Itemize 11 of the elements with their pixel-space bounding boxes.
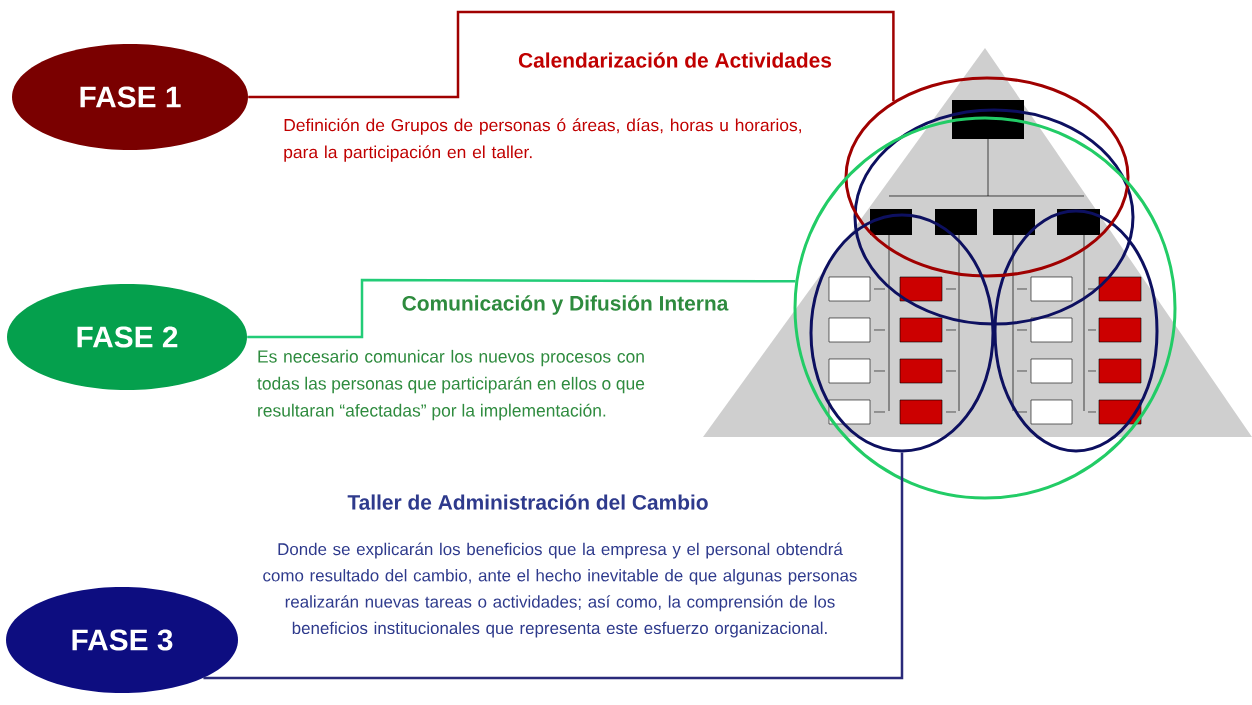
description-text: Donde se explicarán los beneficios que la empresa y el personal obtendrá como resultado del cambio, ante el hecho inevitable de que algunas personas realizarán nuevas tareas o actividades; así como, la comprensión de los beneficios institucionales que representa este esfuerzo organizacional. [263, 542, 857, 638]
description-text: Definición de Grupos de personas ó áreas, días, horas u horarios, para la participación en el taller. [284, 118, 801, 162]
section-heading: Calendarización de Actividades [518, 52, 832, 68]
group-ellipse [809, 213, 995, 453]
group-ellipse [844, 76, 1130, 278]
section-heading: Taller de Administración del Cambio [347, 494, 708, 510]
connector-line [248, 10, 895, 102]
section-heading: Comunicación y Difusión Interna [402, 295, 729, 315]
description-text: Es necesario comunicar los nuevos procesos con todas las personas que participarán en ellos o que resultaran “afectadas” por la implementación. [257, 349, 645, 421]
connector-line [203, 452, 904, 680]
connector-line [247, 278, 796, 339]
